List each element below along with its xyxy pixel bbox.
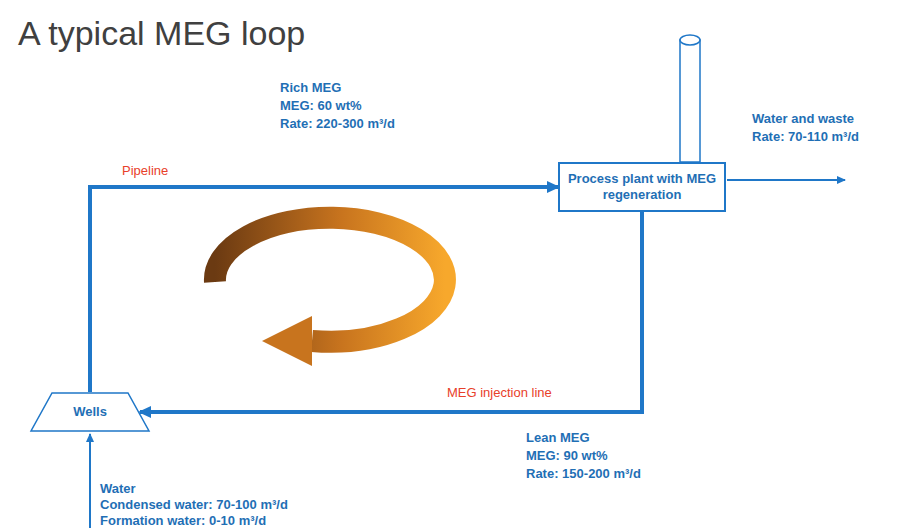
outflow-arrow	[727, 179, 845, 181]
wells-trapezoid: Wells	[30, 392, 150, 432]
callout-label: Rate: 70-110 m³/d	[752, 129, 859, 145]
loop-arrow	[215, 218, 445, 366]
inflow-arrow	[89, 434, 91, 528]
node-text: Wells	[73, 404, 107, 420]
node-text-group: Wells	[73, 404, 107, 420]
callout-label: Rate: 220-300 m³/d	[280, 116, 395, 132]
line-label: Pipeline	[120, 163, 170, 179]
diagram-title: A typical MEG loop	[18, 14, 305, 53]
flow-line	[90, 187, 558, 392]
callout-label: Water	[100, 481, 136, 497]
node-text-group: Process plant with MEG regeneration	[567, 171, 717, 203]
node-text: Process plant with MEG regeneration	[567, 171, 717, 203]
callout-label: Lean MEG	[526, 430, 590, 446]
callout-label: MEG: 60 wt%	[280, 98, 362, 114]
line-label: MEG injection line	[445, 385, 554, 401]
process-box: Process plant with MEG regeneration	[558, 162, 726, 212]
callout-label: Rich MEG	[280, 80, 341, 96]
callout-label: Formation water: 0-10 m³/d	[100, 513, 266, 528]
callout-label: Condensed water: 70-100 m³/d	[100, 497, 288, 513]
callout-label: Rate: 150-200 m³/d	[526, 466, 641, 482]
flow-line	[140, 212, 642, 412]
stack	[680, 35, 700, 162]
callout-label: Water and waste	[752, 111, 854, 127]
callout-label: MEG: 90 wt%	[526, 448, 608, 464]
